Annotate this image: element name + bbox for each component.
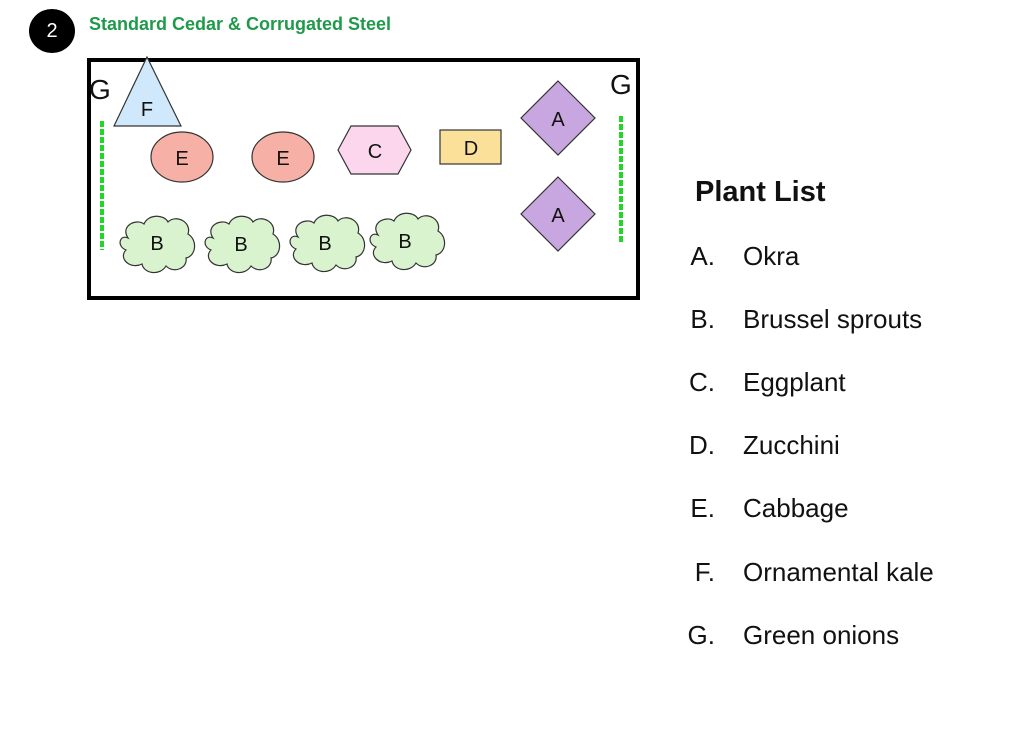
plant-letter: D. <box>689 430 715 460</box>
eggplant-hexagon <box>337 125 412 175</box>
plant-name: Green onions <box>743 620 900 650</box>
bed-outline <box>87 58 640 300</box>
plant-letter: B. <box>690 304 715 334</box>
sprouts-cloud-4 <box>369 212 446 271</box>
bed-number: 2 <box>46 19 58 42</box>
cabbage-ellipse-1 <box>150 131 214 183</box>
sprouts-cloud-1 <box>119 215 196 274</box>
kale-label: F <box>141 99 153 121</box>
okra-label-1: A <box>551 109 565 131</box>
plant-list-item: F. Ornamental kale <box>680 557 1000 593</box>
plant-list-item: B. Brussel sprouts <box>680 304 1000 340</box>
eggplant-label: C <box>368 141 382 163</box>
plant-list-item: G. Green onions <box>680 620 1000 656</box>
plant-list-title: Plant List <box>695 176 826 208</box>
green-onion-marker-right: G <box>610 69 632 100</box>
plant-name: Cabbage <box>743 493 849 523</box>
plant-letter: C. <box>689 367 715 397</box>
sprouts-label-3: B <box>318 233 331 255</box>
okra-label-2: A <box>551 205 565 227</box>
sprouts-label-2: B <box>234 234 247 256</box>
bed-number-badge: 2 <box>29 9 75 53</box>
plant-letter: G. <box>687 620 715 650</box>
plant-list-item: D. Zucchini <box>680 430 1000 466</box>
sprouts-cloud-3 <box>289 214 366 273</box>
plant-letter: F. <box>694 557 715 587</box>
zucchini-rect <box>439 129 502 165</box>
plant-list-item: C. Eggplant <box>680 367 1000 403</box>
plant-list-item: E. Cabbage <box>680 493 1000 529</box>
plant-name: Brussel sprouts <box>743 304 923 334</box>
kale-triangle <box>113 55 182 127</box>
plant-letter: A. <box>690 241 715 271</box>
okra-diamond-2 <box>520 176 596 252</box>
plant-list-item: A. Okra <box>680 241 1000 277</box>
okra-diamond-1 <box>520 80 596 156</box>
plant-name: Eggplant <box>743 367 846 397</box>
plant-name: Zucchini <box>743 430 840 460</box>
cabbage-label-2: E <box>276 148 289 170</box>
green-onion-marker-left: G <box>89 74 111 105</box>
plant-name: Okra <box>743 241 800 271</box>
sprouts-label-1: B <box>150 233 163 255</box>
plant-name: Ornamental kale <box>743 557 934 587</box>
zucchini-label: D <box>464 138 478 160</box>
sprouts-label-4: B <box>398 231 411 253</box>
cabbage-label-1: E <box>175 148 188 170</box>
cabbage-ellipse-2 <box>251 131 315 183</box>
plant-letter: E. <box>690 493 715 523</box>
bed-title: Standard Cedar & Corrugated Steel <box>89 14 392 34</box>
sprouts-cloud-2 <box>204 215 281 274</box>
